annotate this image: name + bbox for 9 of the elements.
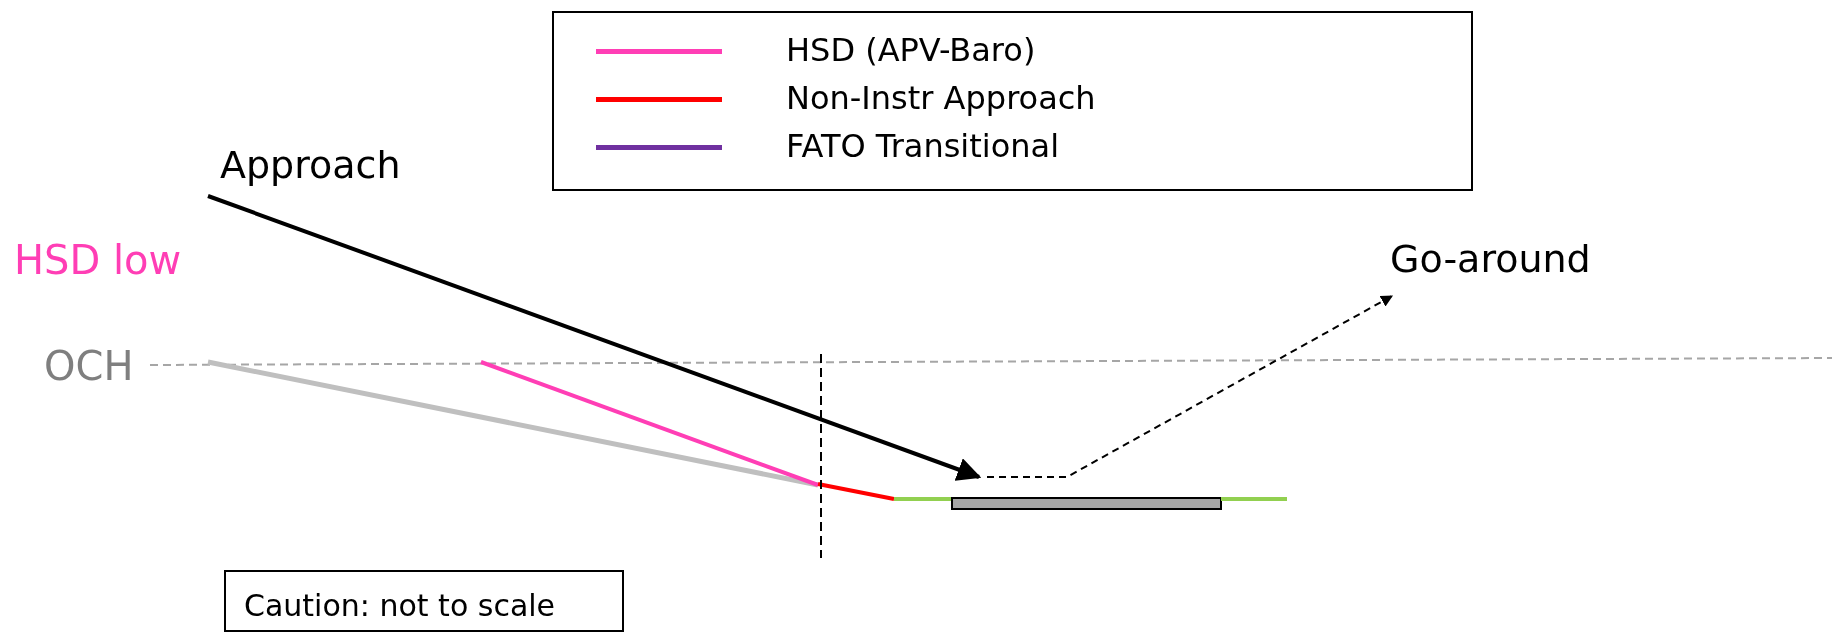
hsd-low-label: HSD low — [14, 240, 182, 280]
legend-text: FATO Transitional — [786, 130, 1060, 162]
legend-text: HSD (APV-Baro) — [786, 34, 1036, 66]
caution-note: Caution: not to scale — [244, 588, 556, 623]
approach-label: Approach — [220, 146, 401, 184]
go-around-label: Go-around — [1390, 240, 1591, 278]
legend-text: Non-Instr Approach — [786, 82, 1096, 114]
och-label: OCH — [44, 346, 134, 386]
note-box — [224, 570, 624, 632]
